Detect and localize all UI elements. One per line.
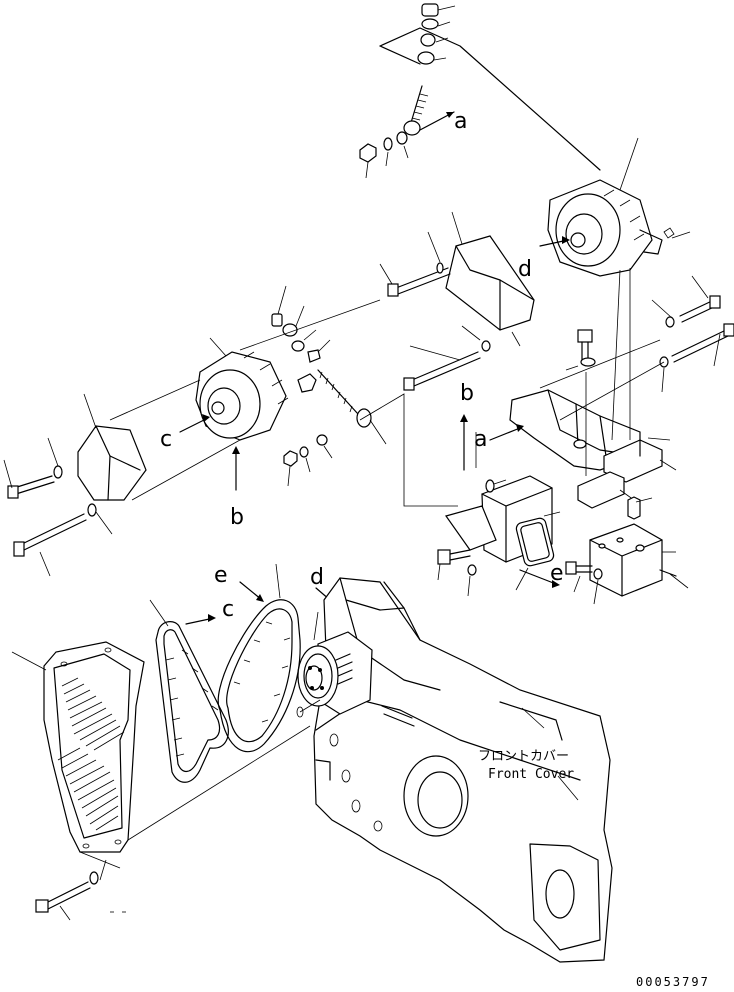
callout-e-belt: e <box>214 563 228 588</box>
callout-e-right: e <box>550 561 564 586</box>
drawing-number: 00053797 <box>636 975 710 989</box>
alternator-upper <box>539 137 691 277</box>
callout-b-left: b <box>230 505 244 530</box>
callout-d-belt: d <box>310 565 324 590</box>
right-side-parts <box>577 437 689 597</box>
arrow-b-right <box>460 414 468 471</box>
belt-right <box>185 563 332 753</box>
belt-left <box>149 599 229 783</box>
bracket-left <box>3 393 147 577</box>
front-cover <box>313 577 613 963</box>
crank-pulley <box>296 611 373 718</box>
callout-a-top: a <box>454 109 467 134</box>
front-cover-label-en: Front Cover <box>488 767 574 782</box>
callout-c-left: c <box>160 427 172 452</box>
callout-a-right: a <box>474 427 487 452</box>
bracket-upper <box>379 211 535 352</box>
guide-lines-left <box>109 299 458 507</box>
alternator-left <box>179 285 387 491</box>
callout-b-right: b <box>460 381 474 406</box>
front-cover-label-jp: フロントカバー <box>478 749 569 764</box>
callout-d-upper: d <box>518 257 532 282</box>
top-hardware-stack <box>359 3 601 179</box>
long-bolt-mid <box>403 345 481 391</box>
belt-guard <box>11 641 311 921</box>
callout-labels: a d c b b a e e d c <box>160 109 564 622</box>
center-bracket <box>437 372 603 605</box>
callout-c-belt: c <box>222 597 234 622</box>
bracket-right-upper <box>489 268 734 471</box>
